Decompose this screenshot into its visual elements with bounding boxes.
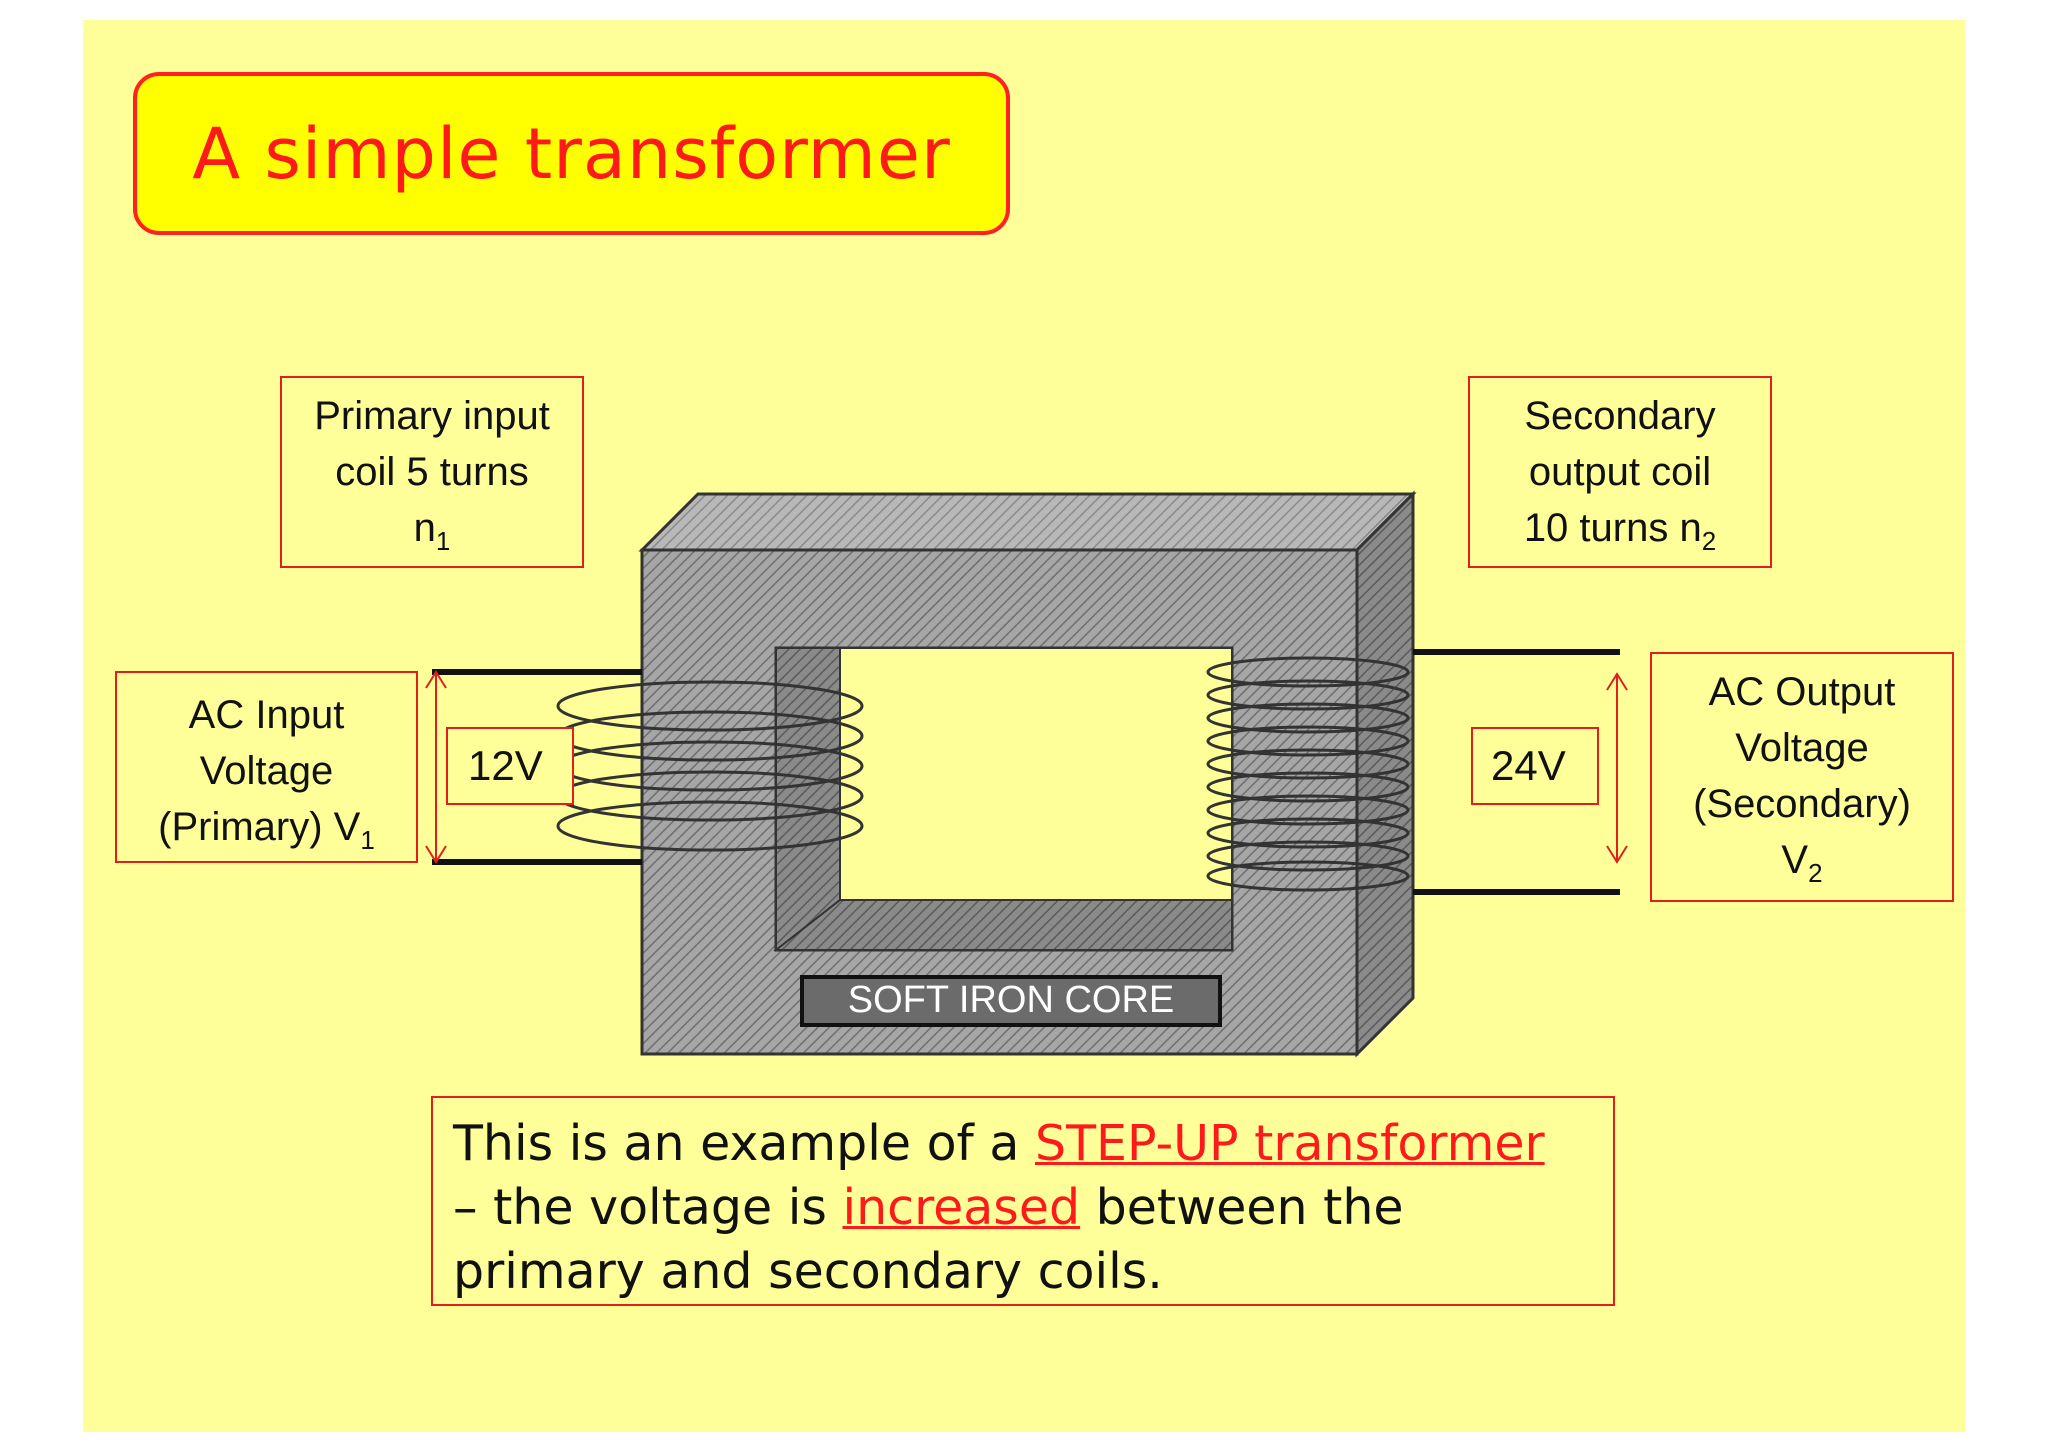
explanation-note: This is an example of a STEP-UP transfor… [431,1096,1615,1306]
core-window-left-depth [775,647,841,953]
secondary-coil-label: Secondary output coil 10 turns n2 [1468,376,1772,568]
core-label-box [800,975,1222,1027]
core-label: SOFT IRON CORE [848,979,1175,1021]
increased-highlight: increased [842,1179,1081,1236]
output-voltage-value: 24V [1471,727,1599,805]
input-voltage-value: 12V [446,727,574,805]
step-up-highlight: STEP-UP transformer [1034,1115,1545,1172]
secondary-coil [1206,656,1410,892]
core-top-face [638,492,1417,552]
core-window-bottom-depth [773,899,1233,951]
ac-input-label: AC Input Voltage (Primary) V1 [115,671,418,863]
core-window [839,647,1233,901]
page-title: A simple transformer [192,112,951,195]
ac-output-label: AC Output Voltage (Secondary) V2 [1650,652,1954,902]
output-voltage-arrow [1606,672,1628,864]
input-voltage-arrow [425,670,447,864]
title-box: A simple transformer [133,72,1010,235]
primary-coil-label: Primary input coil 5 turns n1 [280,376,584,568]
